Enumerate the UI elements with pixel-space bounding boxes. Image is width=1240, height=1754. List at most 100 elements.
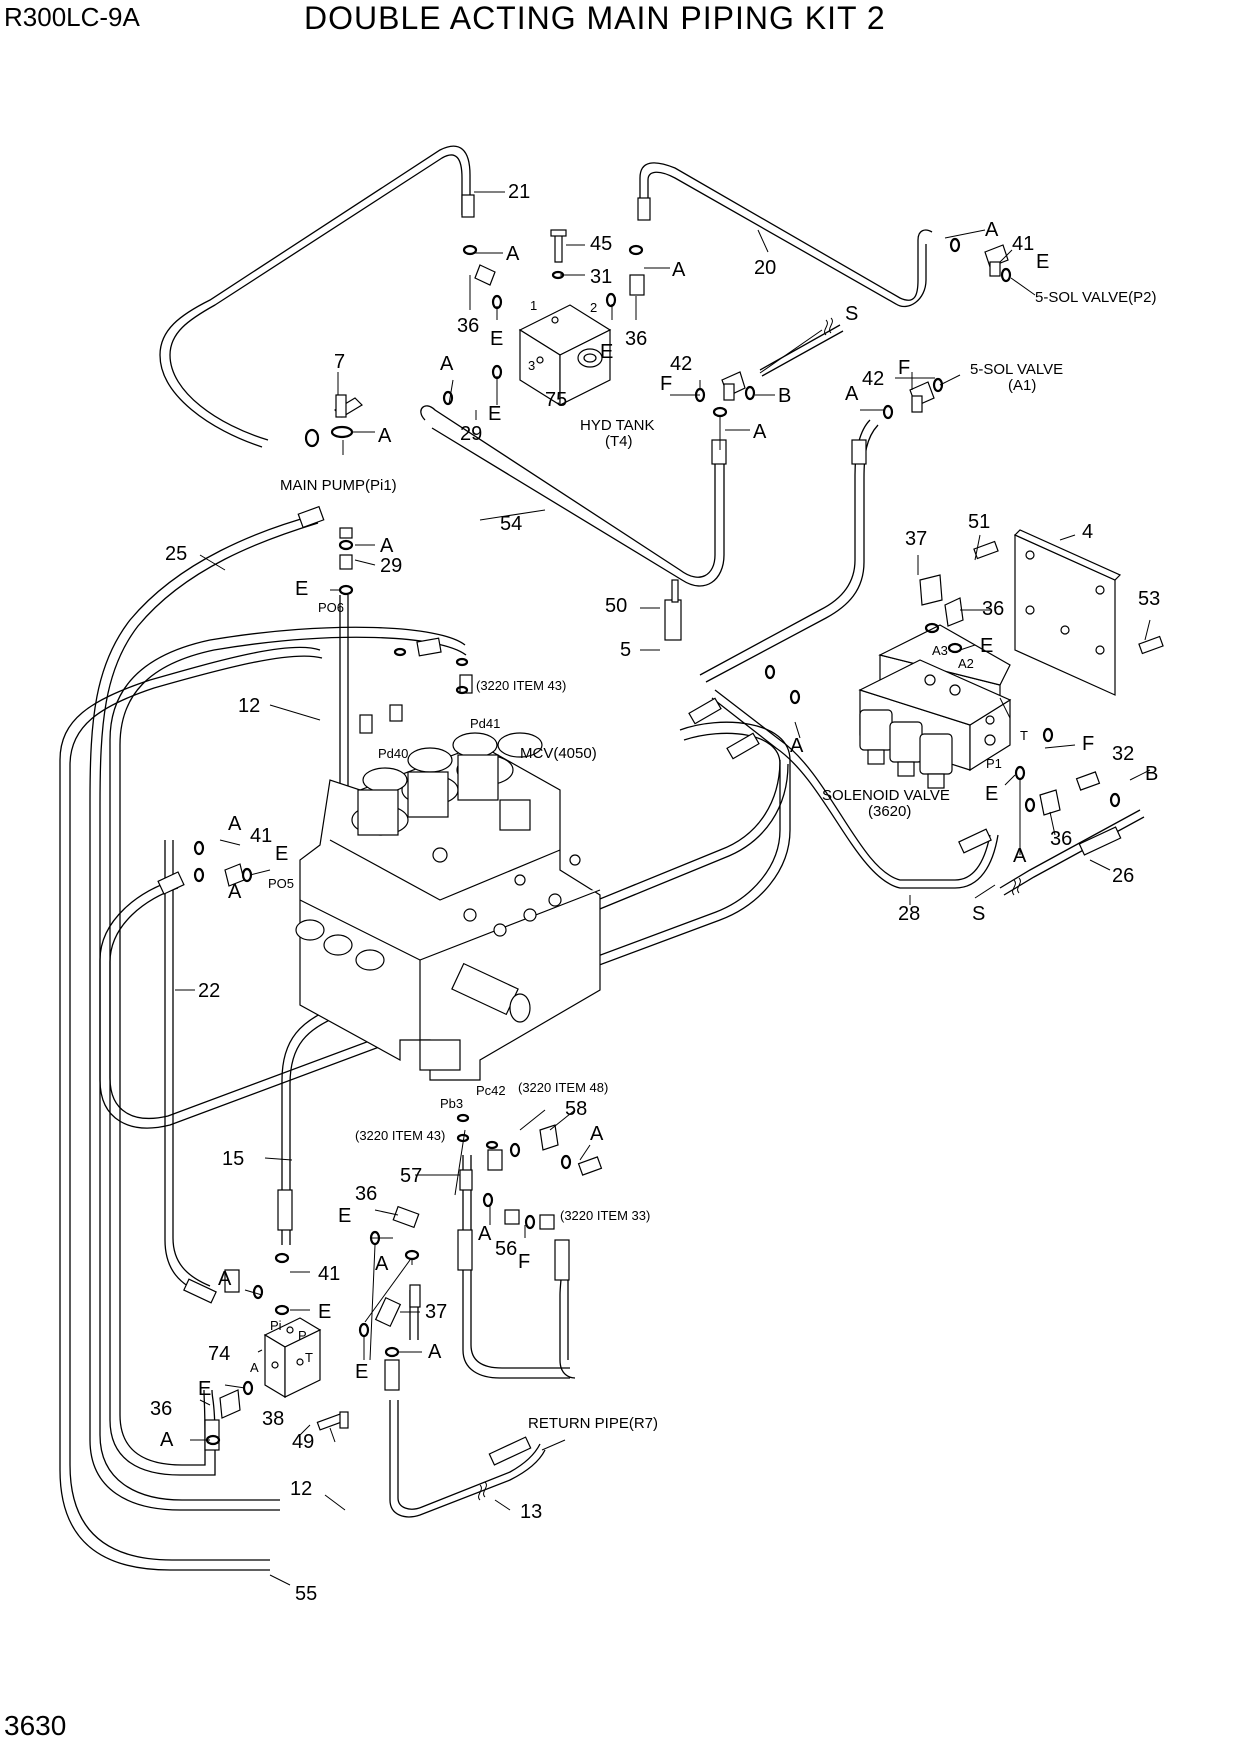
callout-7: 7 — [334, 351, 345, 373]
hose-21 — [159, 145, 471, 448]
hose-55 — [59, 646, 321, 1571]
hose-20 — [639, 162, 933, 301]
callout-a-12: A — [228, 881, 242, 903]
note-sol-p2: 5-SOL VALVE(P2) — [1035, 289, 1156, 306]
fittings — [219, 229, 1164, 1431]
hose-12 — [109, 626, 466, 1476]
port-t: T — [1020, 728, 1028, 743]
callout-36b: 36 — [625, 328, 647, 350]
callout-49: 49 — [292, 1431, 314, 1453]
callout-a-16: A — [218, 1268, 232, 1290]
note-hyd-tank-1: HYD TANK — [580, 417, 654, 434]
callout-e-04: E — [488, 403, 501, 425]
hose-lines — [59, 145, 1145, 1571]
callout-4: 4 — [1082, 521, 1093, 543]
callout-29a: 29 — [460, 423, 482, 445]
hose-end-lower-41 — [183, 1278, 217, 1304]
callout-a-15: A — [375, 1253, 389, 1275]
hose-end-po5 — [157, 871, 185, 895]
note-item43-top: (3220 ITEM 43) — [476, 678, 566, 693]
hose-end-15 — [277, 1189, 293, 1231]
hose-end-15-mcv — [726, 732, 760, 760]
callout-12a: 12 — [238, 695, 260, 717]
hose-end-21 — [461, 194, 475, 218]
hose-end-a1 — [851, 439, 867, 465]
hose-22-b — [172, 840, 211, 1287]
callout-e-01: E — [1036, 251, 1049, 273]
callout-28: 28 — [898, 903, 920, 925]
note-item43-bottom: (3220 ITEM 43) — [355, 1128, 445, 1143]
callout-36f: 36 — [150, 1398, 172, 1420]
page-number: 3630 — [4, 1710, 67, 1741]
callout-a-08: A — [380, 535, 394, 557]
hose-end-54 — [711, 439, 727, 465]
callout-15: 15 — [222, 1148, 244, 1170]
callout-75: 75 — [545, 389, 567, 411]
callout-55: 55 — [295, 1583, 317, 1605]
callout-45: 45 — [590, 233, 612, 255]
callout-a-05: A — [440, 353, 454, 375]
hose-end-25 — [297, 505, 325, 529]
callout-s-02: S — [972, 903, 985, 925]
callout-f-04: F — [518, 1251, 530, 1273]
callout-a-09: A — [790, 735, 804, 757]
hose-55-b — [69, 655, 323, 1561]
break-marks — [478, 317, 1021, 1501]
callout-a-13: A — [590, 1123, 604, 1145]
callout-b-01: B — [778, 385, 791, 407]
callout-e-12: E — [198, 1378, 211, 1400]
mounting-plate-4 — [1013, 529, 1122, 696]
port-po5: PO5 — [268, 876, 294, 891]
callout-38: 38 — [262, 1408, 284, 1430]
port-t-74: T — [305, 1350, 313, 1365]
callout-f-01: F — [660, 373, 672, 395]
port-2: 2 — [590, 300, 597, 315]
note-mcv: MCV(4050) — [520, 745, 597, 762]
callout-e-10: E — [318, 1301, 331, 1323]
hose-po5-b — [109, 732, 781, 1120]
port-pb3: Pb3 — [440, 1096, 463, 1111]
hose-end-12 — [416, 637, 442, 657]
hose-end-26 — [1078, 826, 1122, 856]
callout-29b: 29 — [380, 555, 402, 577]
callout-41c: 41 — [318, 1263, 340, 1285]
callout-e-03: E — [600, 341, 613, 363]
callout-31: 31 — [590, 266, 612, 288]
note-sol-a1-2: (A1) — [1008, 377, 1036, 394]
callout-e-07: E — [985, 783, 998, 805]
port-3: 3 — [528, 358, 535, 373]
callout-26: 26 — [1112, 865, 1134, 887]
valve-block-75 — [518, 304, 612, 407]
note-solenoid-2: (3620) — [868, 803, 911, 820]
callout-s-01: S — [845, 303, 858, 325]
port-p: P — [298, 1328, 307, 1343]
hose-26 — [999, 809, 1141, 889]
callouts: 2 1 A 45 A 31 20 A 41 E 36 E 36 E S 7 A A… — [150, 181, 1160, 1605]
pipe-s-top — [759, 324, 841, 371]
port-a3: A3 — [932, 643, 948, 658]
note-main-pump: MAIN PUMP(Pi1) — [280, 477, 397, 494]
callout-22: 22 — [198, 980, 220, 1002]
hose-fittings — [157, 194, 1122, 1466]
callout-20: 20 — [754, 257, 776, 279]
note-return-pipe: RETURN PIPE(R7) — [528, 1415, 658, 1432]
port-pd40: Pd40 — [378, 746, 408, 761]
callout-13: 13 — [520, 1501, 542, 1523]
port-1: 1 — [530, 298, 537, 313]
mcv-4050-body — [295, 732, 601, 1081]
note-solenoid-1: SOLENOID VALVE — [822, 787, 950, 804]
callout-e-08: E — [275, 843, 288, 865]
hose-21-inner — [169, 154, 463, 441]
callout-42a: 42 — [670, 353, 692, 375]
model-code: R300LC-9A — [4, 2, 140, 32]
hose-22 — [164, 840, 206, 1296]
callout-f-02: F — [898, 357, 910, 379]
pipe-pb3-b — [470, 1155, 570, 1369]
callout-57: 57 — [400, 1165, 422, 1187]
callout-41b: 41 — [250, 825, 272, 847]
callout-12b: 12 — [290, 1478, 312, 1500]
pipe-pb3 — [462, 1155, 570, 1379]
callout-e-02: E — [490, 328, 503, 350]
port-a: A — [250, 1360, 259, 1375]
callout-a-03: A — [985, 219, 999, 241]
